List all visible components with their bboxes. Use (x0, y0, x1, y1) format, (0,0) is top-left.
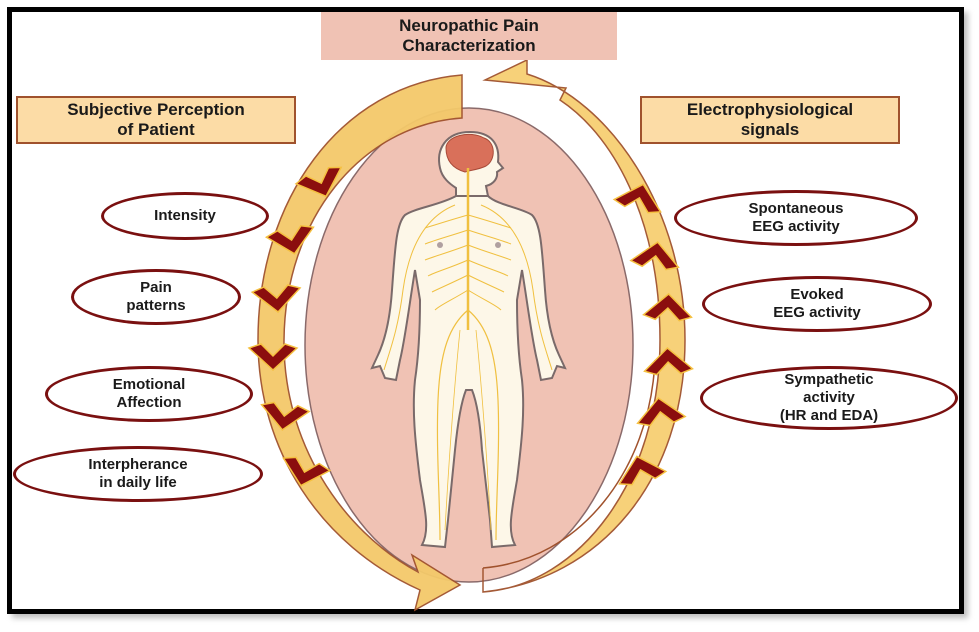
chevron-down-icon (264, 225, 315, 255)
nipple-left (437, 242, 443, 248)
chevron-up-icon (629, 241, 680, 271)
left-item-intensity: Intensity (101, 192, 269, 240)
right-chevrons (612, 183, 694, 486)
right-item-sympathetic-activity: Sympathetic activity (HR and EDA) (700, 366, 958, 430)
right-item-evoked-eeg: Evoked EEG activity (702, 276, 932, 332)
brain-icon (445, 133, 494, 173)
chevron-down-icon (294, 166, 343, 198)
chevron-up-icon (636, 397, 687, 427)
chevron-down-icon (282, 456, 332, 487)
chevron-down-icon (247, 343, 299, 372)
chevron-down-icon (250, 284, 302, 313)
title-box: Neuropathic Pain Characterization (321, 12, 617, 60)
nerve-network (383, 168, 553, 541)
electrophysiological-header: Electrophysiological signals (640, 96, 900, 144)
left-item-pain-patterns: Pain patterns (71, 269, 241, 325)
chevron-up-icon (612, 183, 662, 214)
right-item-spontaneous-eeg: Spontaneous EEG activity (674, 190, 918, 246)
left-item-emotional-affection: Emotional Affection (45, 366, 253, 422)
subjective-perception-header: Subjective Perception of Patient (16, 96, 296, 144)
left-chevrons (247, 166, 343, 487)
human-figure (370, 130, 567, 549)
chevron-up-icon (643, 347, 694, 376)
nipple-right (495, 242, 501, 248)
chevron-up-icon (642, 293, 693, 322)
chevron-up-icon (618, 455, 668, 486)
chevron-down-icon (260, 401, 311, 431)
left-item-interference-daily-life: Interpherance in daily life (13, 446, 263, 502)
